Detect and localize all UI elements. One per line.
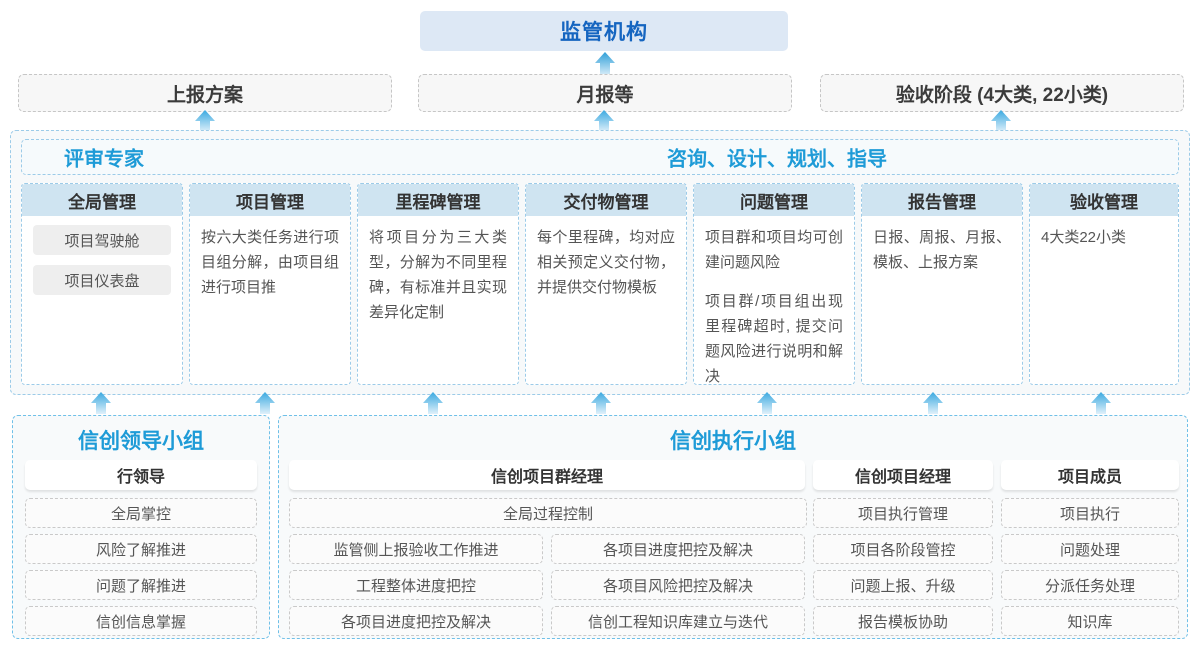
list-item[interactable]: 各项目进度把控及解决 <box>551 534 805 564</box>
management-panel: 评审专家 咨询、设计、规划、指导 全局管理 项目驾驶舱 项目仪表盘 项目管理 按… <box>10 130 1190 395</box>
arrow-up-card-0 <box>88 390 114 416</box>
mgmt-card-title: 交付物管理 <box>526 184 686 216</box>
column-head: 行领导 <box>25 460 257 490</box>
column-head: 项目成员 <box>1001 460 1179 490</box>
group-execution: 信创执行小组 信创项目群经理 全局过程控制 监管侧上报验收工作推进 工程整体进度… <box>278 415 1188 639</box>
group-title: 信创领导小组 <box>78 430 204 453</box>
mgmt-card-text: 日报、周报、月报、模板、上报方案 <box>873 229 1011 271</box>
arrow-up-to-regulator <box>592 50 618 76</box>
subcolumn-left: 监管侧上报验收工作推进 工程整体进度把控 各项目进度把控及解决 <box>289 534 543 642</box>
arrow-up-card-5 <box>920 390 946 416</box>
mgmt-card-text: 4大类22小类 <box>1041 229 1127 246</box>
role-band: 评审专家 咨询、设计、规划、指导 <box>21 139 1179 175</box>
mgmt-card-title: 全局管理 <box>22 184 182 216</box>
list-item[interactable]: 知识库 <box>1001 606 1179 636</box>
report-label: 月报等 <box>576 84 634 106</box>
mgmt-card-text: 项目群/项目组出现里程碑超时, 提交问题风险进行说明和解决 <box>705 293 843 385</box>
mgmt-card-body: 将项目分为三大类型，分解为不同里程碑，有标准并且实现差异化定制 <box>358 216 518 325</box>
regulator-label: 监管机构 <box>560 21 648 44</box>
list-item[interactable]: 信创信息掌握 <box>25 606 257 636</box>
list-item[interactable]: 项目执行 <box>1001 498 1179 528</box>
list-item[interactable]: 问题了解推进 <box>25 570 257 600</box>
arrow-up-card-3 <box>588 390 614 416</box>
arrow-up-to-monthly <box>591 108 617 134</box>
column-project-member: 项目成员 项目执行 问题处理 分派任务处理 知识库 <box>1001 460 1179 642</box>
list-item[interactable]: 问题上报、升级 <box>813 570 993 600</box>
list-item[interactable]: 问题处理 <box>1001 534 1179 564</box>
column-head: 信创项目经理 <box>813 460 993 490</box>
arrow-up-card-4 <box>754 390 780 416</box>
mgmt-card-text: 按六大类任务进行项目组分解，由项目组进行项目推 <box>201 229 339 296</box>
arrow-up-card-2 <box>420 390 446 416</box>
list-item[interactable]: 全局掌控 <box>25 498 257 528</box>
mgmt-card-body: 日报、周报、月报、模板、上报方案 <box>862 216 1022 275</box>
mgmt-card-title: 报告管理 <box>862 184 1022 216</box>
list-item[interactable]: 报告模板协助 <box>813 606 993 636</box>
list-item[interactable]: 工程整体进度把控 <box>289 570 543 600</box>
mgmt-card-text: 将项目分为三大类型，分解为不同里程碑，有标准并且实现差异化定制 <box>369 229 507 321</box>
mgmt-card-title: 问题管理 <box>694 184 854 216</box>
report-box-plan: 上报方案 <box>18 74 392 112</box>
arrow-up-to-acceptance <box>988 108 1014 134</box>
role-label-reviewer: 评审专家 <box>64 148 144 171</box>
mgmt-card-project[interactable]: 项目管理 按六大类任务进行项目组分解，由项目组进行项目推 <box>189 183 351 385</box>
report-label: 上报方案 <box>166 84 243 106</box>
mgmt-card-body: 项目驾驶舱 项目仪表盘 <box>22 216 182 295</box>
mgmt-card-title: 里程碑管理 <box>358 184 518 216</box>
mgmt-chip[interactable]: 项目仪表盘 <box>33 265 171 295</box>
mgmt-card-body: 按六大类任务进行项目组分解，由项目组进行项目推 <box>190 216 350 300</box>
list-item[interactable]: 全局过程控制 <box>289 498 807 528</box>
report-row: 上报方案 月报等 验收阶段 (4大类, 22小类) <box>0 74 1200 112</box>
list-item[interactable]: 项目各阶段管控 <box>813 534 993 564</box>
group-leadership: 信创领导小组 行领导 全局掌控 风险了解推进 问题了解推进 信创信息掌握 <box>12 415 270 639</box>
list-item[interactable]: 信创工程知识库建立与迭代 <box>551 606 805 636</box>
report-box-acceptance: 验收阶段 (4大类, 22小类) <box>820 74 1184 112</box>
list-item[interactable]: 各项目风险把控及解决 <box>551 570 805 600</box>
mgmt-card-deliverable[interactable]: 交付物管理 每个里程碑，均对应相关预定义交付物，并提供交付物模板 <box>525 183 687 385</box>
arrow-up-card-1 <box>252 390 278 416</box>
arrow-up-to-plan <box>192 108 218 134</box>
report-label: 验收阶段 (4大类, 22小类) <box>895 84 1109 106</box>
role-label-consulting: 咨询、设计、规划、指导 <box>667 148 887 171</box>
list-item[interactable]: 风险了解推进 <box>25 534 257 564</box>
mgmt-card-body: 项目群和项目均可创建问题风险 项目群/项目组出现里程碑超时, 提交问题风险进行说… <box>694 216 854 385</box>
list-item[interactable]: 各项目进度把控及解决 <box>289 606 543 636</box>
mgmt-card-body: 4大类22小类 <box>1030 216 1178 250</box>
subcolumn-wrap: 监管侧上报验收工作推进 工程整体进度把控 各项目进度把控及解决 各项目进度把控及… <box>289 534 805 642</box>
report-box-monthly: 月报等 <box>418 74 792 112</box>
group-title: 信创执行小组 <box>670 430 796 453</box>
mgmt-card-text: 项目群和项目均可创建问题风险 <box>705 229 843 271</box>
column-program-manager: 信创项目群经理 全局过程控制 监管侧上报验收工作推进 工程整体进度把控 各项目进… <box>289 460 807 642</box>
list-item[interactable]: 项目执行管理 <box>813 498 993 528</box>
mgmt-chip[interactable]: 项目驾驶舱 <box>33 225 171 255</box>
subcolumn-right: 各项目进度把控及解决 各项目风险把控及解决 信创工程知识库建立与迭代 <box>551 534 805 642</box>
mgmt-card-issue[interactable]: 问题管理 项目群和项目均可创建问题风险 项目群/项目组出现里程碑超时, 提交问题… <box>693 183 855 385</box>
arrow-up-card-6 <box>1088 390 1114 416</box>
column-head: 信创项目群经理 <box>289 460 805 490</box>
leadership-column: 行领导 全局掌控 风险了解推进 问题了解推进 信创信息掌握 <box>25 460 257 642</box>
regulator-box: 监管机构 <box>420 11 788 51</box>
column-project-manager: 信创项目经理 项目执行管理 项目各阶段管控 问题上报、升级 报告模板协助 <box>813 460 993 642</box>
mgmt-card-text: 每个里程碑，均对应相关预定义交付物，并提供交付物模板 <box>537 229 675 296</box>
list-item[interactable]: 分派任务处理 <box>1001 570 1179 600</box>
mgmt-card-milestone[interactable]: 里程碑管理 将项目分为三大类型，分解为不同里程碑，有标准并且实现差异化定制 <box>357 183 519 385</box>
mgmt-card-title: 验收管理 <box>1030 184 1178 216</box>
mgmt-card-acceptance[interactable]: 验收管理 4大类22小类 <box>1029 183 1179 385</box>
list-item[interactable]: 监管侧上报验收工作推进 <box>289 534 543 564</box>
mgmt-card-global[interactable]: 全局管理 项目驾驶舱 项目仪表盘 <box>21 183 183 385</box>
mgmt-card-body: 每个里程碑，均对应相关预定义交付物，并提供交付物模板 <box>526 216 686 300</box>
mgmt-card-title: 项目管理 <box>190 184 350 216</box>
mgmt-card-report[interactable]: 报告管理 日报、周报、月报、模板、上报方案 <box>861 183 1023 385</box>
